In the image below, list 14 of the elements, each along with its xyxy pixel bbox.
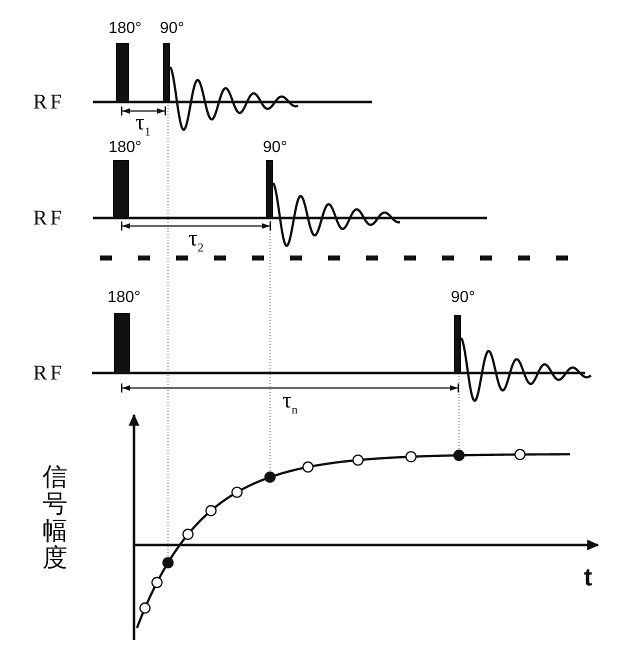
rf-label: RF (33, 92, 65, 112)
interval-label: τ$_{1}$ (135, 110, 151, 138)
flip-angle-label: 180° (107, 290, 141, 306)
flip-angle-label: 90° (450, 290, 476, 306)
y-axis-label: 信号幅度 (42, 463, 68, 571)
rf-label: RF (33, 208, 65, 228)
flip-angle-label: 180° (108, 140, 142, 156)
flip-angle-label: 90° (160, 21, 184, 37)
interval-label: τ$_{2}$ (188, 226, 204, 254)
rf-label: RF (33, 362, 65, 384)
interval-label: τ$_{n}$ (282, 388, 298, 416)
flip-angle-label: 180° (108, 21, 142, 37)
x-axis-label: t (584, 566, 592, 590)
flip-angle-label: 90° (262, 140, 288, 156)
